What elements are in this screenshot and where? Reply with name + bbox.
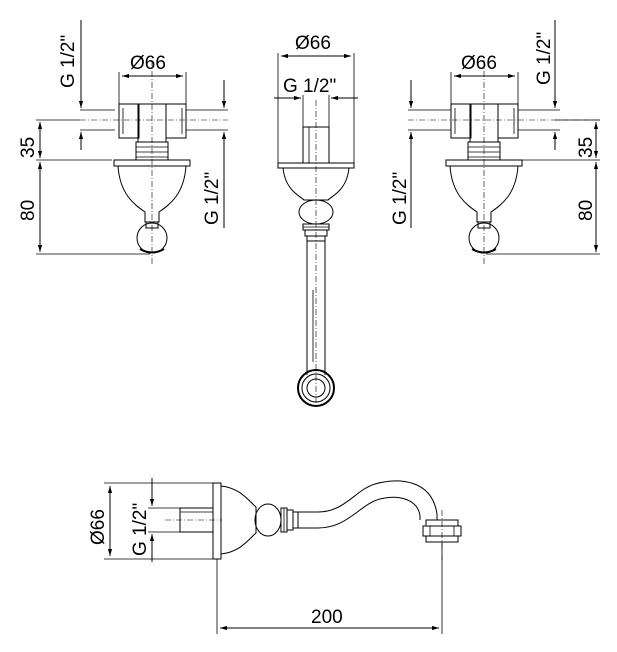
left-valve-unit [36, 20, 228, 265]
right-80-label: 80 [576, 200, 597, 221]
left-thread-top-label: G 1/2" [58, 35, 79, 88]
spout-front-dia-label: Ø66 [295, 33, 331, 54]
right-thread-side-label: G 1/2" [390, 172, 411, 225]
right-dia-label: Ø66 [461, 53, 497, 74]
left-thread-side-label: G 1/2" [202, 172, 223, 225]
left-35-label: 35 [18, 137, 39, 158]
left-dia-label: Ø66 [130, 53, 166, 74]
right-thread-top-label: G 1/2" [534, 32, 555, 85]
right-valve-unit [408, 20, 600, 265]
spout-projection-label: 200 [311, 607, 343, 628]
spout-side-thread-label: G 1/2" [130, 503, 151, 556]
spout-side-dia-label: Ø66 [88, 509, 109, 545]
spout-front-thread-label: G 1/2" [283, 76, 336, 97]
right-35-label: 35 [576, 137, 597, 158]
spout-front-view [274, 53, 358, 407]
left-80-label: 80 [18, 200, 39, 221]
spout-side-view [104, 478, 462, 634]
